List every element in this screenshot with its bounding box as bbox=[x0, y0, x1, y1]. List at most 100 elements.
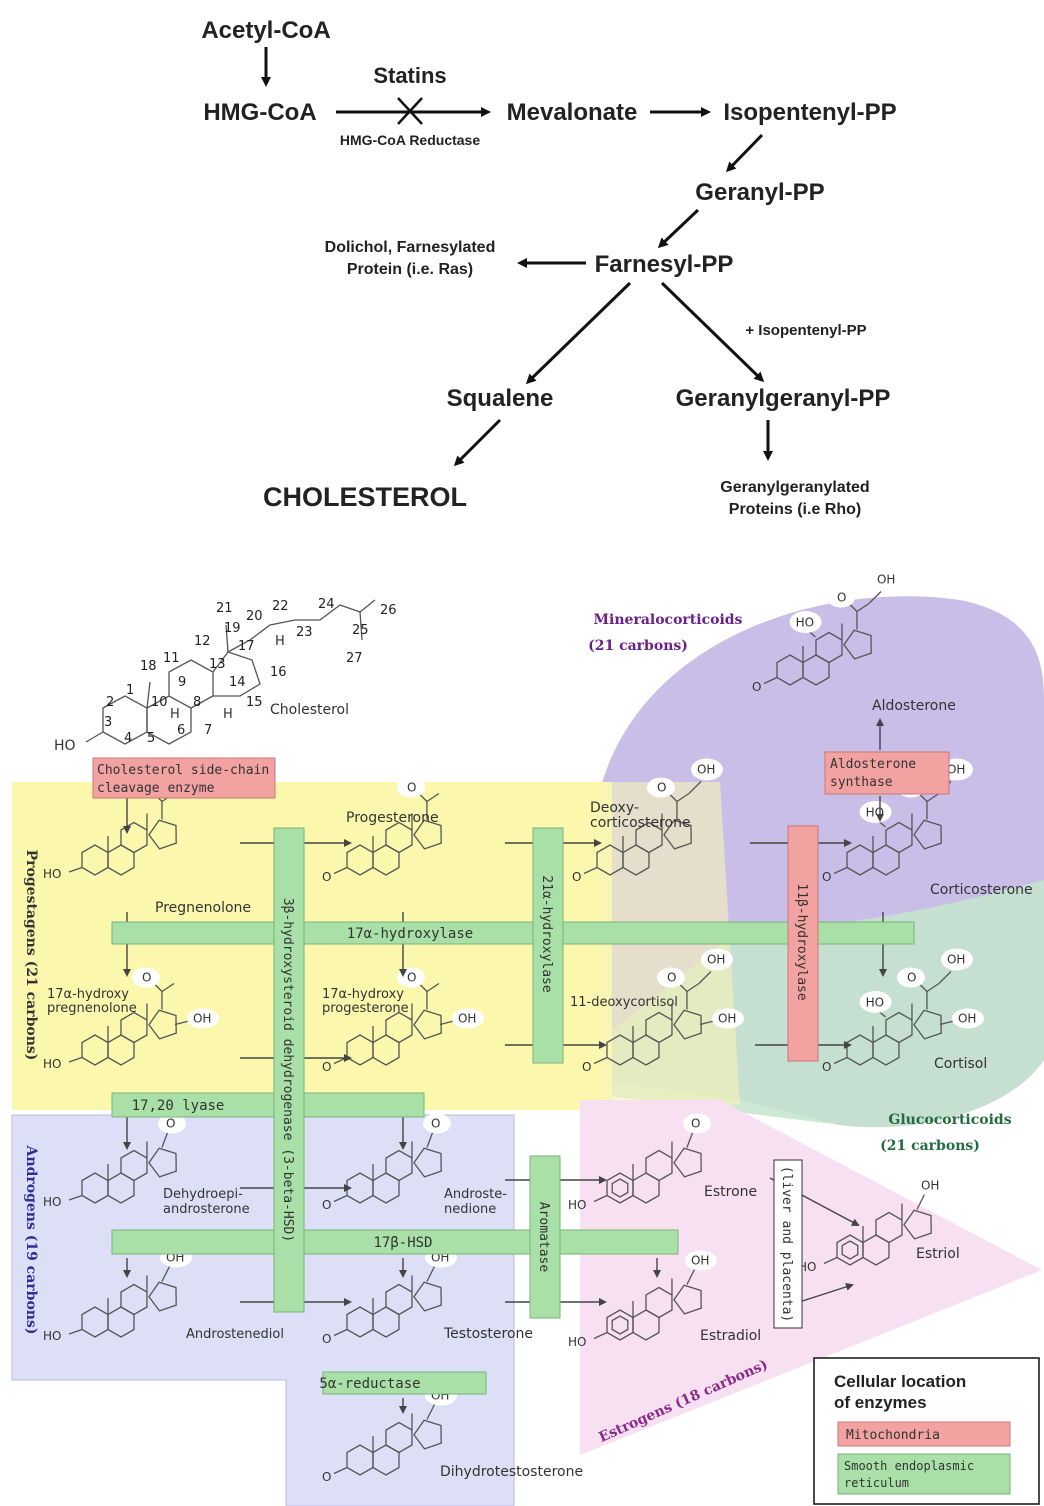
num-5: 5 bbox=[147, 731, 155, 746]
region-backgrounds bbox=[11, 596, 1044, 1506]
plus-isopentenyl-label: + Isopentenyl-PP bbox=[745, 322, 866, 339]
cholesterol-name: Cholesterol bbox=[270, 702, 349, 718]
aldosterone-label: Aldosterone bbox=[872, 698, 956, 714]
estriol-skeleton-ho: HO bbox=[798, 1260, 816, 1274]
lyase-1720-box bbox=[111, 1092, 425, 1118]
num-10: 10 bbox=[151, 695, 168, 710]
androstenedione-skeleton-o3: O bbox=[322, 1198, 331, 1212]
corticosterone-skeleton-o3: O bbox=[822, 870, 831, 884]
legend-title-2: of enzymes bbox=[834, 1393, 927, 1412]
num-15: 15 bbox=[246, 695, 263, 710]
hsd-3b-box bbox=[273, 827, 305, 1313]
progestagens-label: Progestagens (21 carbons) bbox=[23, 850, 39, 1061]
deoxycorticosterone-skeleton-o3: O bbox=[572, 870, 581, 884]
oh-progesterone-label-1: 17α-hydroxy bbox=[322, 987, 404, 1002]
scc-enzyme-box bbox=[92, 757, 276, 799]
androstenedione-label-2: nedione bbox=[444, 1202, 496, 1217]
hydroxylase-21a-box bbox=[532, 827, 564, 1064]
estriol-label: Estriol bbox=[916, 1246, 960, 1262]
aromatase-box bbox=[529, 1155, 561, 1319]
oh-progesterone-label-2: progesterone bbox=[322, 1001, 409, 1016]
mineralocorticoids-label-2: (21 carbons) bbox=[588, 638, 688, 654]
androstenedione-label-1: Androste- bbox=[444, 1187, 507, 1202]
testosterone-skeleton-o3: O bbox=[322, 1332, 331, 1346]
scc-label-2: cleavage enzyme bbox=[97, 781, 215, 796]
mevalonate-pathway: Acetyl-CoA HMG-CoA Statins HMG-CoA Reduc… bbox=[201, 17, 896, 518]
oh-pregnenolone-label-1: 17α-hydroxy bbox=[47, 987, 129, 1002]
cortisol-skeleton-oh21: OH bbox=[947, 953, 965, 967]
corticosterone-skeleton-ho11: HO bbox=[866, 806, 884, 820]
mineralocorticoids-label-1: Mineralocorticoids bbox=[594, 612, 743, 628]
hydroxylase-17a-box bbox=[111, 921, 915, 945]
corticosterone-skeleton-oh21: OH bbox=[947, 763, 965, 777]
dhea-skeleton: HOO bbox=[43, 1113, 186, 1209]
glucocorticoids-label-1: Glucocorticoids bbox=[888, 1112, 1011, 1128]
androstenedione-skeleton-o17: O bbox=[431, 1117, 440, 1131]
progesterone-skeleton-o3: O bbox=[322, 870, 331, 884]
arrow-fpp-to-ggpp bbox=[660, 281, 765, 383]
num-21: 21 bbox=[216, 601, 233, 616]
dhea-label-1: Dehydroepi- bbox=[163, 1187, 243, 1202]
num-24: 24 bbox=[318, 597, 335, 612]
deoxycortisol-skeleton-oh17a: OH bbox=[718, 1012, 736, 1026]
androgens-label: Androgens (19 carbons) bbox=[23, 1145, 39, 1335]
num-13: 13 bbox=[209, 657, 226, 672]
glucocorticoids-label-2: (21 carbons) bbox=[880, 1138, 980, 1154]
aldosterone-skeleton-oh21: OH bbox=[877, 573, 895, 587]
deoxycortisol-skeleton-oh21: OH bbox=[707, 953, 725, 967]
hsd-3b-label: 3β-hydroxysteroid dehydrogenase (3-beta-… bbox=[280, 898, 295, 1242]
estrone-label: Estrone bbox=[704, 1184, 757, 1200]
cholesterol-title: CHOLESTEROL bbox=[263, 482, 467, 512]
scc-label-1: Cholesterol side-chain bbox=[97, 763, 269, 778]
cortisol-label: Cortisol bbox=[934, 1056, 987, 1072]
legend-title-1: Cellular location bbox=[834, 1372, 966, 1391]
cortisol-skeleton-o3: O bbox=[822, 1060, 831, 1074]
estradiol-label: Estradiol bbox=[700, 1328, 761, 1344]
dht-label: Dihydrotestosterone bbox=[440, 1464, 583, 1480]
lyase-1720-label: 17,20 lyase bbox=[132, 1098, 225, 1114]
legend-ser-label-1: Smooth endoplasmic bbox=[844, 1459, 974, 1473]
progestagen-region bbox=[12, 782, 612, 1110]
num-2: 2 bbox=[106, 695, 114, 710]
oh-progesterone-skeleton-o20: O bbox=[407, 971, 416, 985]
pregnenolone-label: Pregnenolone bbox=[155, 900, 251, 916]
num-8: 8 bbox=[193, 695, 201, 710]
legend-mito-label: Mitochondria bbox=[846, 1428, 940, 1443]
androstenediol-label: Androstenediol bbox=[186, 1327, 284, 1342]
legend-ser-swatch bbox=[837, 1453, 1011, 1495]
androgen-region bbox=[11, 1114, 515, 1506]
legend-mito-swatch bbox=[837, 1421, 1011, 1447]
aldo-synthase-label-2: synthase bbox=[830, 775, 893, 790]
num-14: 14 bbox=[229, 675, 246, 690]
num-25: 25 bbox=[352, 623, 369, 638]
dht-skeleton-o3: O bbox=[322, 1470, 331, 1484]
mevalonate-label: Mevalonate bbox=[507, 99, 638, 126]
testosterone-label: Testosterone bbox=[443, 1326, 533, 1342]
progesterone-skeleton-o20: O bbox=[407, 781, 416, 795]
cortisol-skeleton-ho11: HO bbox=[866, 996, 884, 1010]
num-20: 20 bbox=[246, 609, 263, 624]
dhea-skeleton-o17: O bbox=[166, 1117, 175, 1131]
num-26: 26 bbox=[380, 603, 397, 618]
hsd-17b-box bbox=[111, 1229, 679, 1255]
reductase-5a-label: 5α-reductase bbox=[319, 1376, 420, 1392]
deoxycorticosterone-skeleton-oh21: OH bbox=[697, 763, 715, 777]
num-9: 9 bbox=[178, 675, 186, 690]
aldo-synthase-box bbox=[824, 751, 950, 795]
num-18: 18 bbox=[140, 659, 157, 674]
num-19: 19 bbox=[224, 621, 241, 636]
oh-pregnenolone-skeleton-ho: HO bbox=[43, 1057, 61, 1071]
enzyme-boxes: Cholesterol side-chain cleavage enzyme A… bbox=[92, 751, 950, 1395]
corticosterone-label: Corticosterone bbox=[930, 882, 1033, 898]
dolichol-label-1: Dolichol, Farnesylated bbox=[325, 239, 496, 256]
estrogen-region bbox=[580, 1100, 1042, 1455]
hmg-coa-label: HMG-CoA bbox=[203, 99, 316, 126]
progesterone-skeleton: OO bbox=[322, 777, 442, 884]
liver-placenta-label: (liver and placenta) bbox=[779, 1166, 794, 1323]
cholesterol-h14: H bbox=[223, 707, 233, 722]
liver-placenta-box bbox=[773, 1159, 803, 1329]
deoxycortisol-label: 11-deoxycortisol bbox=[570, 995, 678, 1010]
estradiol-skeleton-ho: HO bbox=[568, 1335, 586, 1349]
